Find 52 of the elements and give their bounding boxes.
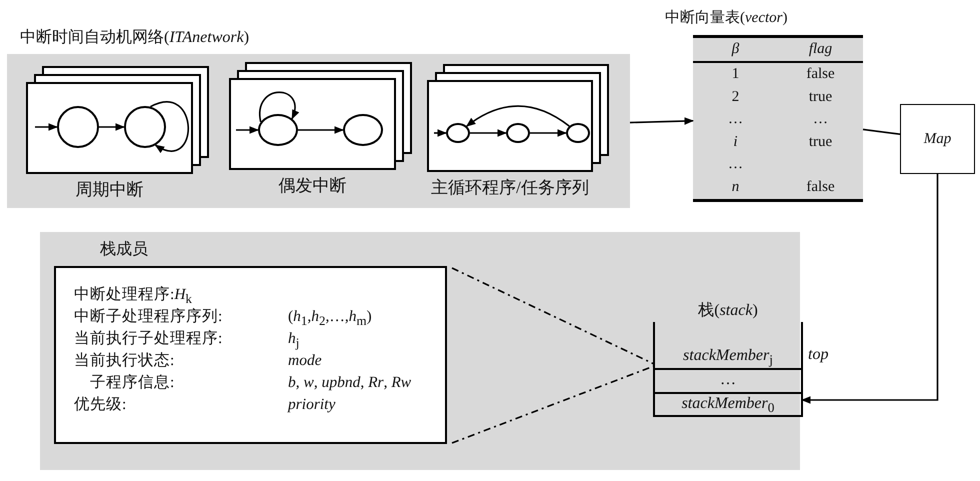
table-cell: true xyxy=(778,130,863,154)
field-value: priority xyxy=(288,396,336,414)
arrow xyxy=(530,129,567,137)
table-cell: … xyxy=(693,154,778,176)
arrow xyxy=(99,123,125,131)
table-cell: 2 xyxy=(693,86,778,108)
field-label: 当前执行子处理程序: xyxy=(74,330,222,348)
arrow xyxy=(434,129,447,137)
panel-heading: 栈成员 xyxy=(100,241,148,259)
field-label: 中断子处理程序序列: xyxy=(74,308,222,326)
field-label: 中断处理程序:H$_{k}$ xyxy=(74,286,192,306)
table-cell: flag xyxy=(778,36,863,62)
arrow xyxy=(470,129,507,137)
arrow xyxy=(35,123,58,131)
field-value: mode xyxy=(288,352,322,370)
stack-entry: stackMember$_{j}$ xyxy=(682,347,774,368)
stack-entry: stackMember$_{0}$ xyxy=(680,395,776,416)
field-value: b, w, upbnd, Rr, Rw xyxy=(288,374,412,392)
table-cell: n xyxy=(693,176,778,200)
table-cell: … xyxy=(693,108,778,131)
pointer-label: top xyxy=(808,346,828,364)
field-label: 优先级: xyxy=(74,396,126,414)
field-label: 当前执行状态: xyxy=(74,352,174,370)
panel-heading: 中断时间自动机网络(ITAnetwork) xyxy=(20,29,250,47)
field-value: h$_{j}$ xyxy=(288,330,300,350)
table-cell: i xyxy=(693,130,778,154)
table-cell: true xyxy=(778,86,863,108)
table-title: 中断向量表(vector) xyxy=(665,10,788,26)
table-cell: false xyxy=(778,62,863,86)
field-label: 子程序信息: xyxy=(90,374,174,392)
dash-dot-line xyxy=(452,267,654,365)
table-cell: 1 xyxy=(693,62,778,86)
card-caption: 主循环程序/任务序列 xyxy=(430,179,590,198)
connector-line xyxy=(862,128,900,135)
stack-entry: … xyxy=(719,371,737,389)
arrow xyxy=(236,126,259,134)
arrow xyxy=(801,174,938,404)
arrow xyxy=(630,117,694,125)
table-cell: β xyxy=(693,36,778,62)
process-box: Map xyxy=(900,104,975,174)
arrow xyxy=(298,126,344,134)
dash-dot-line xyxy=(452,365,654,444)
card-caption: 周期中断 xyxy=(74,181,144,200)
field-value: (h$_{1}$,h$_{2}$,…,h$_{m}$) xyxy=(288,308,372,328)
curved-arrow xyxy=(150,102,190,152)
stack-title: 栈(stack) xyxy=(697,302,759,320)
curved-arrow xyxy=(466,105,570,127)
table-cell: … xyxy=(778,108,863,131)
card-caption: 偶发中断 xyxy=(278,177,348,196)
curved-arrow xyxy=(259,92,298,122)
table-cell: false xyxy=(778,176,863,200)
record-box xyxy=(54,266,447,444)
